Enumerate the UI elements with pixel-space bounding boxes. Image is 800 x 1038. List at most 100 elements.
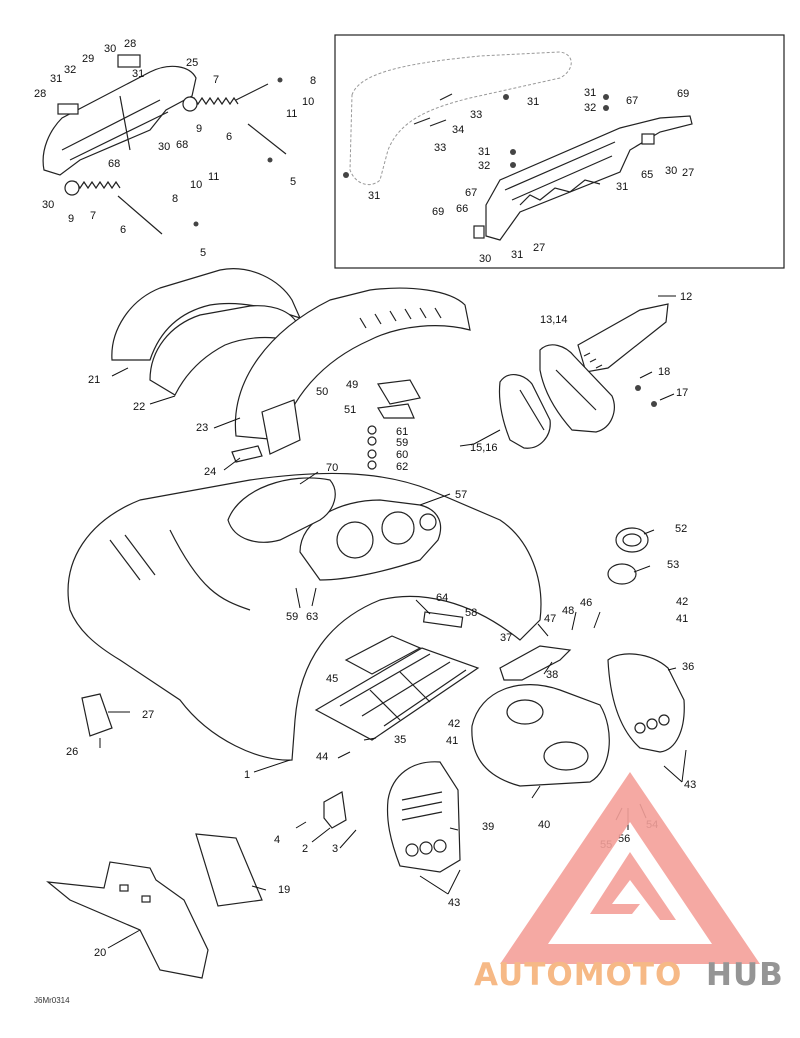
callout-50: 50 bbox=[316, 386, 328, 398]
watermark-triangle-icon bbox=[500, 772, 760, 964]
callout-49: 49 bbox=[346, 379, 358, 391]
callout-31: 31 bbox=[368, 190, 380, 202]
callout-17: 17 bbox=[676, 387, 688, 399]
side-panel-36 bbox=[607, 653, 685, 753]
callout-61: 61 bbox=[396, 426, 408, 438]
callout-26: 26 bbox=[66, 746, 78, 758]
callout-7: 7 bbox=[90, 210, 96, 222]
callout-31: 31 bbox=[584, 87, 596, 99]
callout-31: 31 bbox=[616, 181, 628, 193]
callout-11: 11 bbox=[208, 171, 219, 183]
callout-41: 41 bbox=[446, 735, 458, 747]
callout-63: 63 bbox=[306, 611, 318, 623]
callout-30: 30 bbox=[42, 199, 54, 211]
callout-30: 30 bbox=[479, 253, 491, 265]
latch-2 bbox=[323, 791, 347, 829]
watermark-logo: AUTOMOTO HUB bbox=[474, 772, 784, 993]
callout-58: 58 bbox=[465, 607, 477, 619]
callout-30: 30 bbox=[158, 141, 170, 153]
callout-59: 59 bbox=[286, 611, 298, 623]
spring-lower bbox=[71, 180, 121, 190]
callout-24: 24 bbox=[204, 466, 216, 478]
callout-60: 60 bbox=[396, 449, 408, 461]
callout-62: 62 bbox=[396, 461, 408, 473]
callout-2: 2 bbox=[302, 843, 308, 855]
ring-52 bbox=[615, 527, 649, 553]
callout-67: 67 bbox=[465, 187, 477, 199]
bracket-37 bbox=[499, 645, 572, 681]
watermark-text-part2: HUB bbox=[706, 957, 784, 993]
callout-31: 31 bbox=[478, 146, 490, 158]
callout-9: 9 bbox=[196, 123, 202, 135]
callout-43: 43 bbox=[448, 897, 460, 909]
callout-10: 10 bbox=[302, 96, 314, 108]
ring-53 bbox=[607, 563, 637, 585]
callout-66: 66 bbox=[456, 203, 468, 215]
callout-5: 5 bbox=[200, 247, 206, 259]
callout-20: 20 bbox=[94, 947, 106, 959]
callout-53: 53 bbox=[667, 559, 679, 571]
drawing-code: J6Mr0314 bbox=[34, 996, 70, 1005]
callout-7: 7 bbox=[213, 74, 219, 86]
part-49 bbox=[377, 379, 421, 405]
callout-28: 28 bbox=[34, 88, 46, 100]
callout-69: 69 bbox=[432, 206, 444, 218]
inset-ghost-bumper bbox=[349, 51, 572, 186]
callout-34: 34 bbox=[452, 124, 464, 136]
callout-15-16: 15,16 bbox=[470, 442, 498, 454]
callout-46: 46 bbox=[580, 597, 592, 609]
cover-panel-21 bbox=[111, 268, 302, 361]
callout-18: 18 bbox=[658, 366, 670, 378]
callout-30: 30 bbox=[665, 165, 677, 177]
callout-5: 5 bbox=[290, 176, 296, 188]
vent-grille-15-16 bbox=[498, 374, 551, 449]
callout-27: 27 bbox=[142, 709, 154, 721]
callout-32: 32 bbox=[64, 64, 76, 76]
callout-39: 39 bbox=[482, 821, 494, 833]
callout-10: 10 bbox=[190, 179, 202, 191]
callout-67: 67 bbox=[626, 95, 638, 107]
callout-65: 65 bbox=[641, 169, 653, 181]
flap-20 bbox=[46, 861, 209, 979]
part-24 bbox=[231, 445, 263, 463]
inset-bracket-rail bbox=[485, 115, 693, 241]
callout-6: 6 bbox=[226, 131, 232, 143]
callout-32: 32 bbox=[478, 160, 490, 172]
side-panel-39 bbox=[386, 761, 461, 873]
callout-44: 44 bbox=[316, 751, 328, 763]
part-50 bbox=[261, 399, 301, 455]
callout-30: 30 bbox=[104, 43, 116, 55]
callout-68: 68 bbox=[176, 139, 188, 151]
callout-6: 6 bbox=[120, 224, 126, 236]
callout-31: 31 bbox=[132, 68, 144, 80]
panel-19 bbox=[195, 833, 263, 907]
callout-28: 28 bbox=[124, 38, 136, 50]
callout-19: 19 bbox=[278, 884, 290, 896]
part-51 bbox=[377, 403, 415, 419]
callout-25: 25 bbox=[186, 57, 198, 69]
seat-cover-70 bbox=[227, 477, 336, 543]
callout-1: 1 bbox=[244, 769, 250, 781]
callout-32: 32 bbox=[584, 102, 596, 114]
callout-36: 36 bbox=[682, 661, 694, 673]
callout-51: 51 bbox=[344, 404, 356, 416]
callout-35: 35 bbox=[394, 734, 406, 746]
callout-68: 68 bbox=[108, 158, 120, 170]
callout-45: 45 bbox=[326, 673, 338, 685]
callout-70: 70 bbox=[326, 462, 338, 474]
bracket-26 bbox=[81, 693, 113, 737]
callout-38: 38 bbox=[546, 669, 558, 681]
callout-8: 8 bbox=[310, 75, 316, 87]
callout-3: 3 bbox=[332, 843, 338, 855]
callout-13-14: 13,14 bbox=[540, 314, 568, 326]
callout-31: 31 bbox=[511, 249, 523, 261]
callout-47: 47 bbox=[544, 613, 556, 625]
spring-upper bbox=[189, 96, 239, 106]
callout-56: 56 bbox=[618, 833, 630, 845]
callout-48: 48 bbox=[562, 605, 574, 617]
rail-58 bbox=[422, 611, 464, 628]
callout-21: 21 bbox=[88, 374, 100, 386]
callout-9: 9 bbox=[68, 213, 74, 225]
callout-22: 22 bbox=[133, 401, 145, 413]
